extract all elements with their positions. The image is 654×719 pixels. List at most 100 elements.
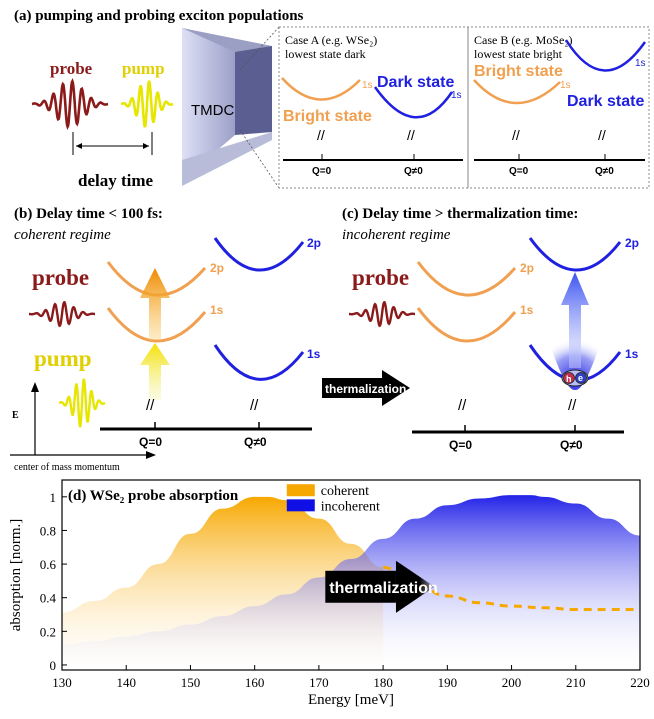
b-bright-1s [106,307,207,343]
y-tick-label: 0.4 [40,591,57,606]
case-a-bright-1s: 1s [362,80,373,91]
y-tick-label: 0.6 [40,557,57,572]
case-b-bright-1s: 1s [560,80,571,91]
c-dark-2p-label: 2p [625,236,639,250]
panel-c-title: (c) Delay time > thermalization time: [342,206,578,222]
x-tick-label: 200 [502,675,522,690]
case-a-axis-break-2: // [407,127,415,143]
b-qn: Q≠0 [244,435,267,449]
y-tick-label: 1 [50,490,57,505]
pump-transition-arrow [140,343,170,400]
electron-label: e [578,373,583,383]
probe-pulse-c [349,300,415,328]
c-axis-break-2: // [568,397,577,414]
tmdc-slab-edge [235,46,272,135]
chart-thermalization-arrow-head [395,560,435,613]
delay-label: delay time [78,171,154,190]
b-dark-2p-label: 2p [307,236,321,250]
thermalization-arrow-label: thermalization [325,382,406,396]
c-dark-1s-label: 1s [625,347,639,361]
case-a-dark-1s: 1s [451,90,462,101]
b-bright-1s-label: 1s [210,303,224,317]
x-axis-label: Energy [meV] [308,692,394,708]
panel-b-title: (b) Delay time < 100 fs: [14,206,163,222]
case-b-bright-parabola [473,79,561,105]
case-a-qn: Q≠0 [404,166,423,177]
case-a-dark-parabola [373,86,454,119]
case-b-qn: Q≠0 [595,166,614,177]
case-b-dark-1s: 1s [635,58,646,69]
case-b-q0: Q=0 [509,166,529,177]
thermalization-arrow [322,370,410,406]
probe-pulse-b [29,300,95,328]
c-qn: Q≠0 [560,438,583,452]
legend-swatch-coherent [286,484,315,497]
b-dark-1s-label: 1s [307,347,321,361]
case-b-axis-break-1: // [512,127,520,143]
pump-label-b: pump [34,346,92,371]
case-a-title: Case A (e.g. WSe₂) [285,33,377,47]
c-dark-2p [528,237,622,272]
plot-frame [61,479,641,671]
c-q0: Q=0 [449,438,472,452]
b-bright-2p-label: 2p [210,261,224,275]
probe-label-c: probe [352,265,409,290]
x-tick-label: 170 [309,675,329,690]
case-a-bright-parabola [281,77,361,101]
legend-label-coherent: coherent [321,484,369,499]
b-dark-1s [213,344,305,381]
hole-icon [563,372,575,384]
case-a-dark-label: Dark state [377,74,454,91]
panel-a-title: (a) pumping and probing exciton populati… [14,8,304,24]
chart-thermalization-arrow-body [325,570,396,603]
case-a-subtitle: lowest state dark [285,47,366,61]
case-b-bright-label: Bright state [474,63,563,80]
case-a-axis-break-1: // [317,127,325,143]
momentum-axis-head [146,451,156,459]
b-q0: Q=0 [139,435,162,449]
c-bright-1s-label: 1s [520,303,534,317]
energy-label: E [12,410,19,421]
tmdc-slab-bottom [182,132,272,186]
y-tick-label: 0 [50,658,57,673]
b-dark-2p [213,237,305,272]
energy-axis-head [31,382,39,392]
electron-icon [575,372,587,384]
y-tick-label: 0.8 [40,523,56,538]
x-tick-label: 130 [52,675,72,690]
chart-title: (d) WSe₂ probe absorption [68,488,239,504]
x-tick-label: 190 [438,675,458,690]
case-a-q0: Q=0 [312,166,332,177]
c-bright-2p-label: 2p [520,261,534,275]
case-b-dark-label: Dark state [567,93,644,110]
cases-box [278,26,650,189]
case-b-axis-break-2: // [598,127,606,143]
probe-transition-arrow-b [140,268,170,340]
c-bright-1s [416,307,517,343]
momentum-label: center of mass momentum [14,462,120,473]
probe-label-b: probe [32,265,89,290]
zoom-line-top [239,26,280,71]
c-axis-break-1: // [458,397,467,414]
tmdc-label: TMDC [191,102,234,119]
pump-label-a: pump [122,59,165,78]
pump-pulse-a [120,80,174,128]
pump-pulse-b [58,378,106,428]
legend-swatch-incoherent [286,499,315,512]
probe-label-a: probe [50,59,93,78]
panel-b-subtitle: coherent regime [14,227,111,243]
probe-transition-arrow-c [561,272,589,368]
legend-label-incoherent: incoherent [321,499,380,514]
tmdc-slab-body [182,28,235,180]
c-bright-2p [416,261,517,297]
case-b-subtitle: lowest state bright [474,47,563,61]
panel-c-subtitle: incoherent regime [342,227,451,243]
case-b-title: Case B (e.g. MoSe₂) [474,33,573,47]
b-axis-break-2: // [250,397,259,414]
case-a-bright-label: Bright state [283,108,372,125]
x-tick-label: 150 [181,675,201,690]
probe-pulse-a [31,78,109,130]
x-tick-label: 180 [373,675,393,690]
